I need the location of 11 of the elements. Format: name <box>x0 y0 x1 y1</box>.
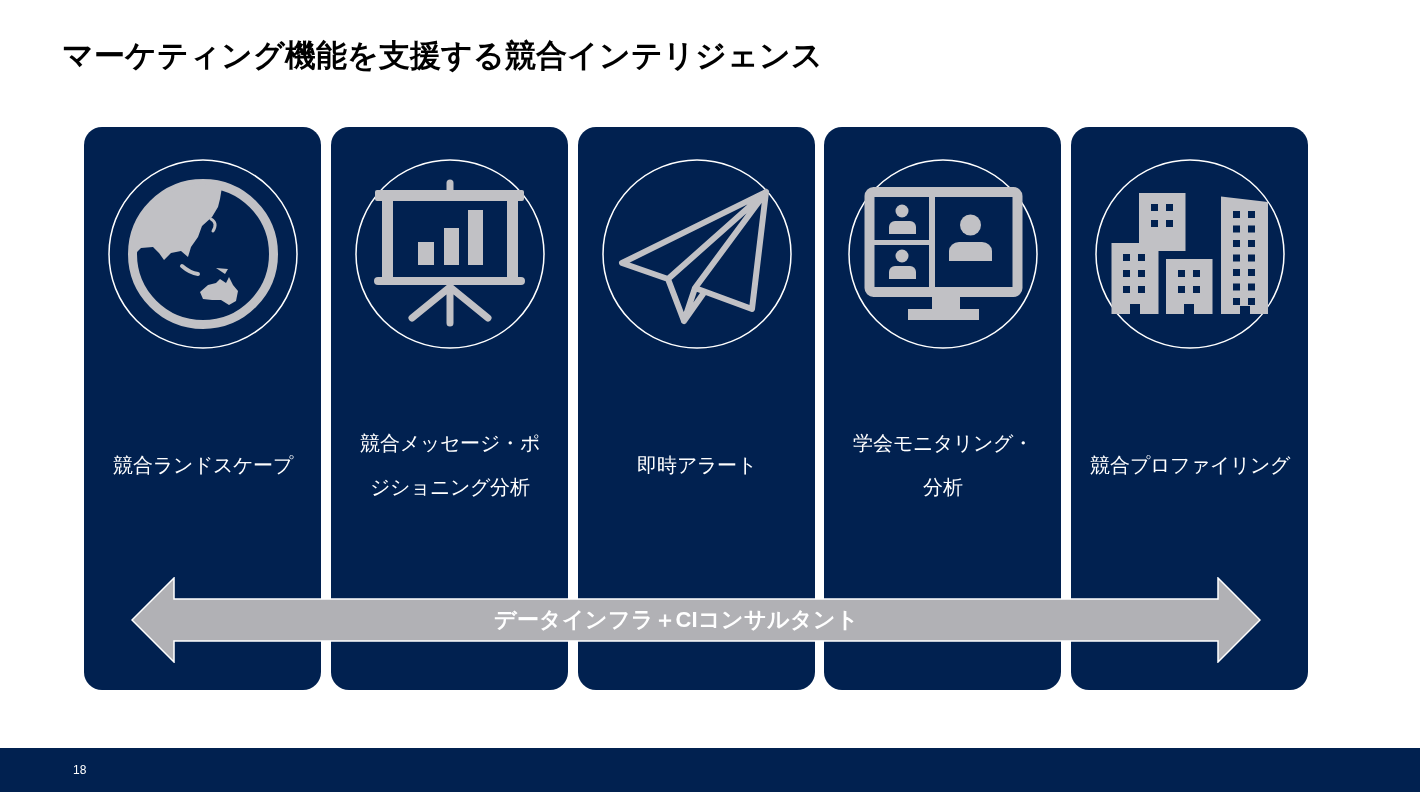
column-label: 競合メッセージ・ポジショニング分析 <box>358 431 541 500</box>
column-label: 競合プロファイリング <box>1089 453 1290 478</box>
column-panel <box>1071 127 1308 690</box>
column-label: 即時アラート <box>636 453 757 478</box>
slide-title: マーケティング機能を支援する競合インテリジェンス <box>62 37 823 75</box>
column-label: 学会モニタリング・分析 <box>851 431 1034 500</box>
column-panel <box>84 127 321 690</box>
column-label: 競合ランドスケープ <box>112 453 293 478</box>
page-number: 18 <box>73 763 87 777</box>
arrow-label: データインフラ＋CIコンサルタント <box>493 606 859 634</box>
double-arrow <box>131 577 1261 663</box>
